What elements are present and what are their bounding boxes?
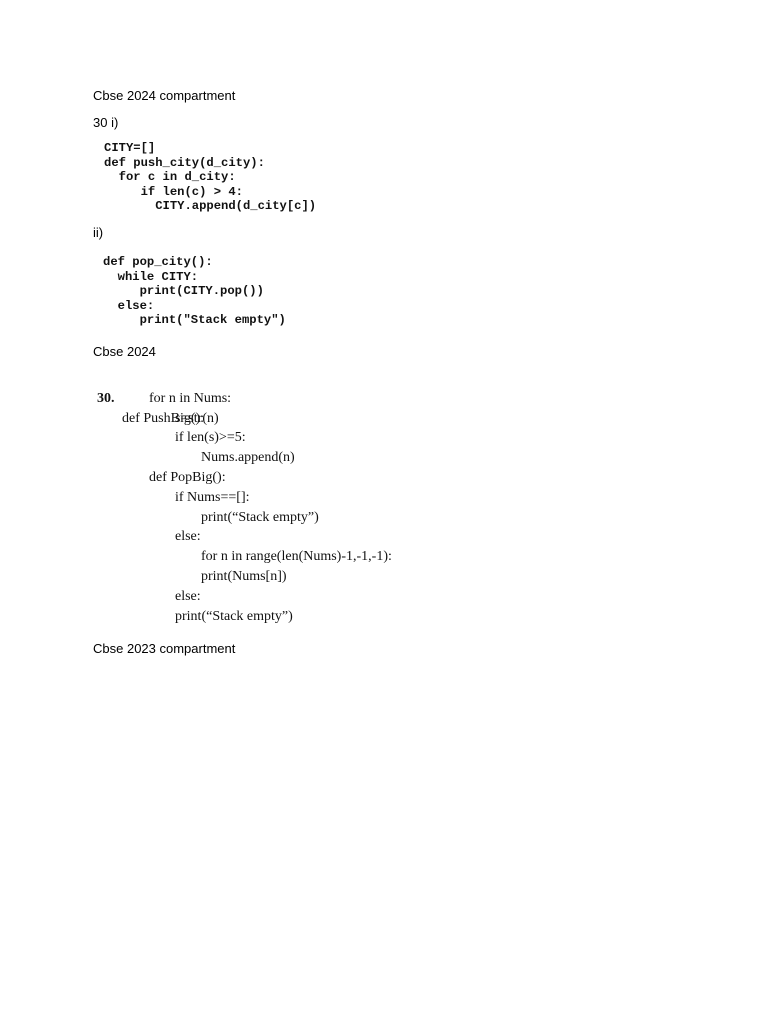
code-line: print(“Stack empty”): [175, 608, 293, 624]
code-line: print(Nums[n]): [201, 568, 287, 584]
code-line: while CITY:: [103, 269, 199, 284]
code-line: print(CITY.pop()): [103, 284, 264, 298]
code-line: def PopBig():: [149, 469, 226, 485]
question-number: 30.: [97, 390, 115, 406]
code-line: else:: [103, 298, 155, 313]
code-line: CITY.append(d_city[c]): [104, 199, 317, 213]
code-line: else:: [175, 529, 201, 545]
code-line: for n in Nums:: [149, 390, 232, 406]
code-line: print(“Stack empty”): [201, 509, 319, 525]
code-line: else:: [175, 588, 201, 604]
code-line: for n in range(len(Nums)-1,-1,-1):: [201, 549, 392, 565]
code-line: if Nums==[]:: [175, 489, 250, 505]
pushbig-popbig-code-image: 30. def PushBig(): for n in Nums: s=str(…: [97, 369, 427, 626]
question-30-part-i-label: 30 i): [93, 115, 119, 130]
code-line: if len(s)>=5:: [175, 430, 246, 446]
code-line: CITY=[]: [104, 141, 156, 155]
code-line: Nums.append(n): [201, 450, 295, 466]
code-line: print("Stack empty"): [103, 313, 286, 327]
code-line: 30. def PushBig():: [97, 390, 205, 426]
push-city-code-image: CITY=[]def push_city(d_city): for c in d…: [104, 141, 316, 214]
code-line: def pop_city():: [103, 255, 213, 269]
heading-cbse-2023-compartment: Cbse 2023 compartment: [93, 641, 236, 656]
code-line: if len(c) > 4:: [104, 184, 243, 199]
code-line: def push_city(d_city):: [104, 155, 265, 170]
code-line: for c in d_city:: [104, 170, 236, 184]
pop-city-code-image: def pop_city(): while CITY: print(CITY.p…: [103, 255, 286, 328]
heading-cbse-2024: Cbse 2024: [93, 344, 156, 359]
heading-cbse-2024-compartment: Cbse 2024 compartment: [93, 88, 236, 103]
question-part-ii-label: ii): [93, 225, 104, 240]
code-line: s=str(n): [175, 410, 219, 426]
